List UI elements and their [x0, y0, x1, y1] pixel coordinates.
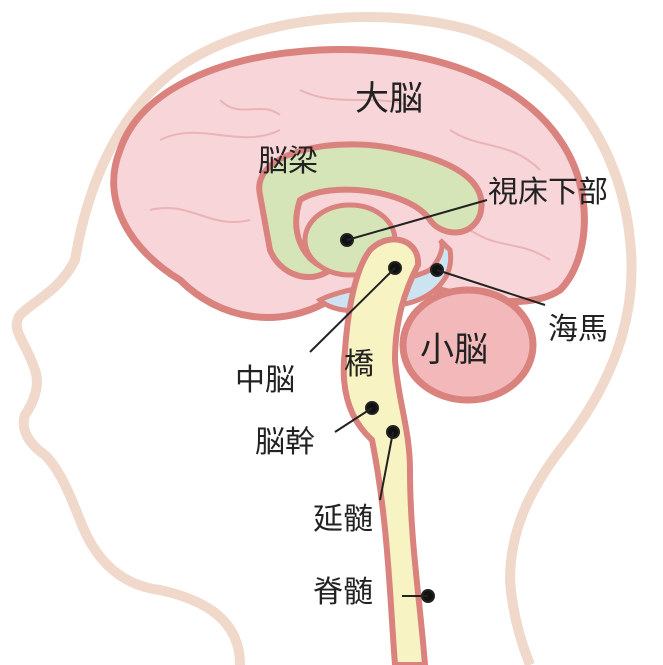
label-corpus-callosum: 脳梁: [258, 144, 318, 179]
label-cerebellum: 小脳: [420, 330, 488, 370]
label-midbrain: 中脳: [235, 363, 295, 398]
label-cerebrum: 大脳: [355, 79, 423, 119]
label-medulla: 延髄: [313, 502, 373, 537]
label-hippocampus: 海馬: [548, 312, 608, 347]
cerebellum: [399, 286, 537, 404]
label-brainstem: 脳幹: [255, 425, 315, 460]
head-outline: [11, 12, 637, 665]
label-spinal-cord: 脊髄: [313, 575, 373, 610]
label-hypothalamus: 視床下部: [488, 175, 608, 210]
label-pons: 橋: [344, 347, 374, 382]
brainstem: [340, 236, 429, 665]
